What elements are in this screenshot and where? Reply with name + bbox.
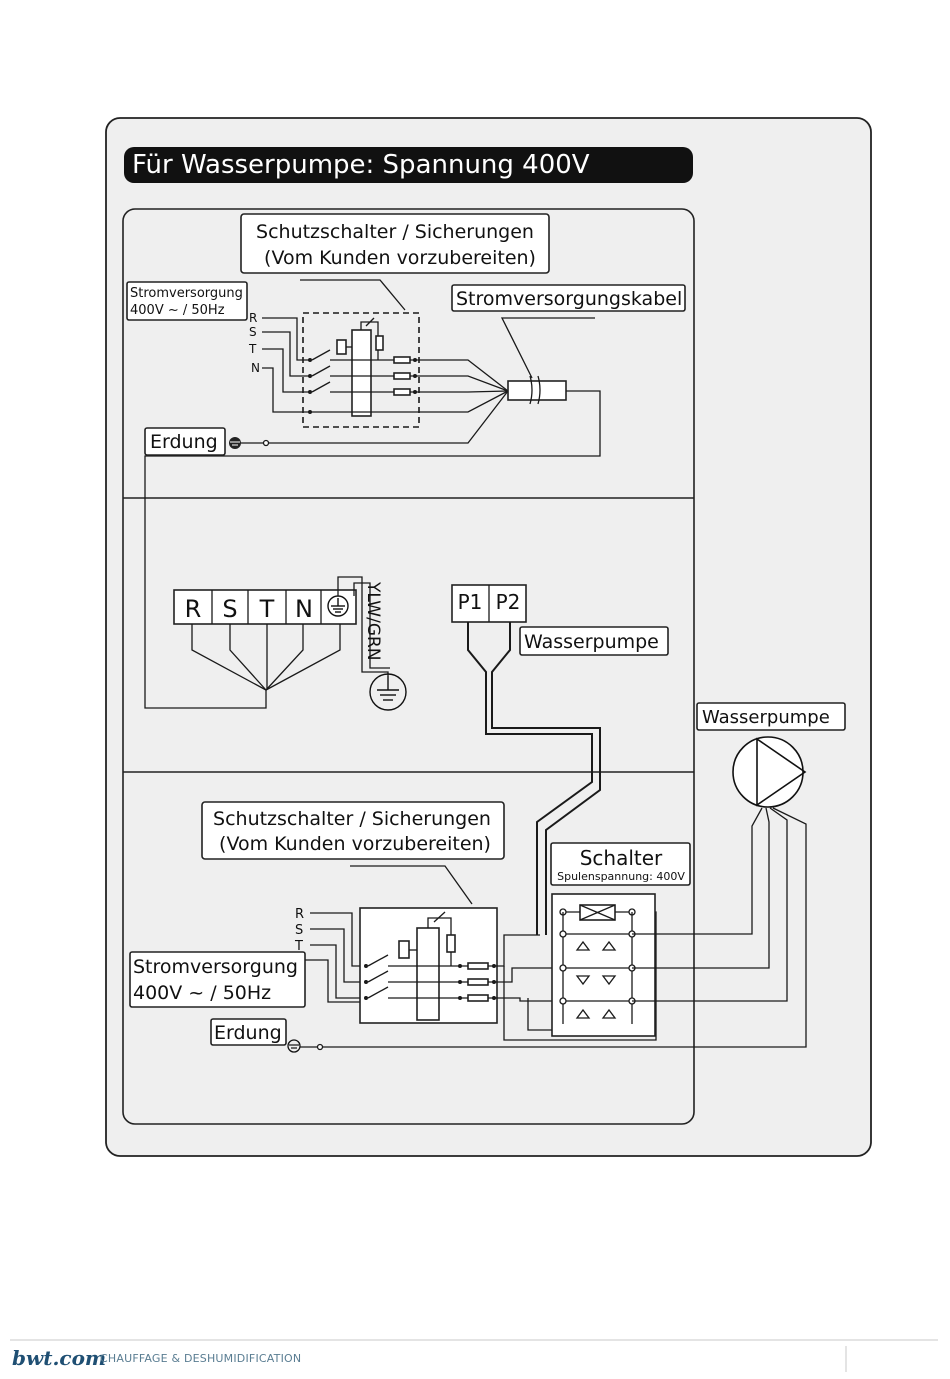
top-breaker-label-line1: Schutzschalter / Sicherungen bbox=[256, 221, 534, 243]
top-power-label-box bbox=[126, 281, 248, 321]
cable-sleeve bbox=[507, 380, 567, 401]
switch-sublabel: Spulenspannung: 400V bbox=[557, 870, 685, 883]
top-fuse-3 bbox=[393, 388, 411, 396]
top-fuse-2 bbox=[393, 372, 411, 380]
top-phase-t: T bbox=[248, 342, 257, 356]
terminal-t: T bbox=[259, 595, 275, 623]
pump-label: Wasserpumpe bbox=[702, 707, 830, 728]
wire-color-label: YLW/GRN bbox=[363, 581, 383, 661]
middle-pump-label: Wasserpumpe bbox=[524, 631, 659, 653]
bottom-resistor bbox=[446, 934, 456, 953]
top-phase-s: S bbox=[249, 325, 257, 339]
top-power-label-line2: 400V ~ / 50Hz bbox=[130, 303, 225, 318]
bottom-breaker-label-line2: (Vom Kunden vorzubereiten) bbox=[219, 833, 491, 855]
terminal-r: R bbox=[185, 595, 202, 623]
bottom-breaker-label-line1: Schutzschalter / Sicherungen bbox=[213, 808, 491, 830]
top-section: Schutzschalter / Sicherungen (Vom Kunden… bbox=[126, 213, 686, 709]
bottom-phase-s: S bbox=[295, 923, 303, 938]
bottom-section: Schutzschalter / Sicherungen (Vom Kunden… bbox=[129, 801, 807, 1053]
bottom-fuse-3 bbox=[467, 994, 489, 1002]
bottom-ground-label: Erdung bbox=[214, 1022, 282, 1044]
terminal-block bbox=[173, 589, 357, 625]
switch-label: Schalter bbox=[580, 846, 663, 870]
middle-pump-label-box bbox=[519, 626, 669, 656]
top-breaker-label-box bbox=[240, 213, 550, 274]
middle-section: R S T N YLW/GRN P1 P2 bbox=[173, 576, 669, 935]
bottom-phase-r: R bbox=[295, 907, 304, 922]
bottom-power-label-box bbox=[129, 951, 306, 1008]
top-breaker-coil bbox=[351, 329, 372, 417]
footer-tagline: CHAUFFAGE & DESHUMIDIFICATION bbox=[100, 1352, 302, 1365]
top-phase-r: R bbox=[249, 311, 257, 325]
bottom-phase-t: T bbox=[294, 939, 303, 954]
switch-label-box bbox=[550, 842, 691, 886]
top-ground-label: Erdung bbox=[150, 431, 218, 453]
bottom-fuse-2 bbox=[467, 978, 489, 986]
pump-section: Wasserpumpe bbox=[696, 702, 846, 808]
pump-label-box bbox=[696, 702, 846, 731]
contactor-contacts bbox=[559, 930, 636, 1019]
bottom-power-label-line2: 400V ~ / 50Hz bbox=[133, 982, 271, 1004]
pump-terminal-p1: P1 bbox=[458, 590, 483, 614]
bwt-logo: bwt.com bbox=[12, 1346, 107, 1370]
bottom-ground-label-box bbox=[210, 1018, 287, 1046]
pump-terminal-p2: P2 bbox=[496, 590, 521, 614]
terminal-n: N bbox=[295, 595, 313, 623]
ground-symbol-icon bbox=[369, 673, 407, 711]
top-power-label-line1: Stromversorgung bbox=[130, 286, 243, 301]
top-breaker-label-line2: (Vom Kunden vorzubereiten) bbox=[264, 247, 536, 269]
title-bar bbox=[124, 147, 693, 183]
bottom-ground-icon bbox=[287, 1039, 301, 1053]
top-phase-n: N bbox=[251, 361, 260, 375]
top-ground-icon bbox=[229, 437, 241, 449]
top-fuse-1 bbox=[393, 356, 411, 364]
terminal-s: S bbox=[222, 595, 237, 623]
bottom-breaker-coil bbox=[416, 927, 440, 1021]
pump-symbol-icon bbox=[732, 736, 807, 808]
cable-label: Stromversorgungskabel bbox=[456, 288, 682, 310]
cable-label-box bbox=[451, 284, 686, 312]
bottom-fuse-1 bbox=[467, 962, 489, 970]
bottom-power-label-line1: Stromversorgung bbox=[133, 956, 298, 978]
diagram-title: Für Wasserpumpe: Spannung 400V bbox=[132, 150, 590, 180]
top-ground-label-box bbox=[144, 427, 226, 456]
top-breaker-box bbox=[302, 312, 420, 428]
bottom-breaker-label-box bbox=[201, 801, 505, 860]
top-resistor bbox=[375, 335, 384, 351]
